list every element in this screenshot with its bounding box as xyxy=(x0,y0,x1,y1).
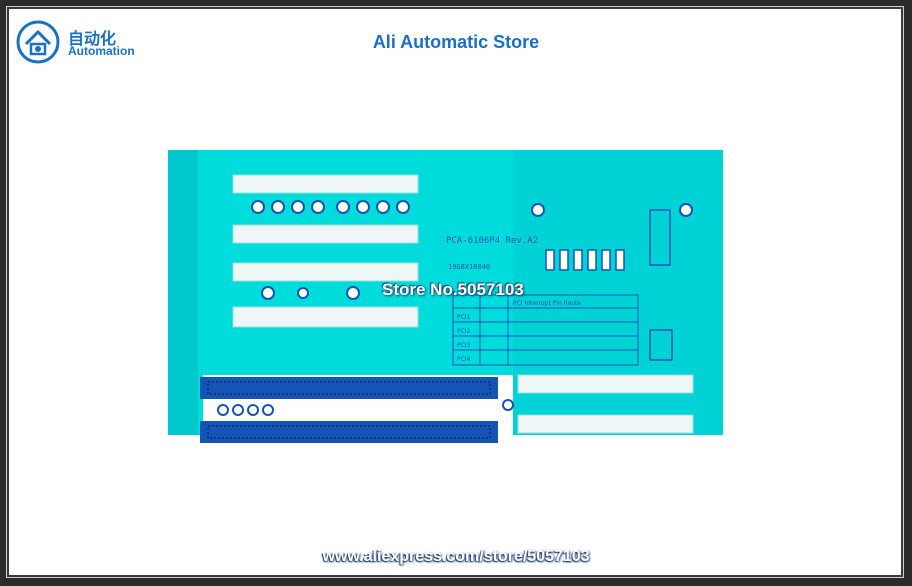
isa-slot-2 xyxy=(200,421,498,443)
connector-header-1 xyxy=(649,209,671,266)
mounting-hole-3 xyxy=(502,399,514,411)
table-row-2: PCI2 xyxy=(457,328,471,335)
store-url-watermark: www.aliexpress.com/store/5057103 xyxy=(322,548,590,565)
capacitor-row-2 xyxy=(261,286,360,300)
pci-interrupt-table xyxy=(452,294,639,366)
table-row-4: PCI4 xyxy=(457,356,471,363)
capacitor-row-1 xyxy=(251,200,410,214)
silkscreen-serial: 19G8X10040 xyxy=(448,263,490,271)
pci-slot-lower-1 xyxy=(517,374,694,394)
jumper-block xyxy=(545,249,625,271)
table-row-1: PCI1 xyxy=(457,314,471,321)
logo-english-text: Automation xyxy=(68,44,135,58)
pci-slot-1 xyxy=(232,174,419,194)
table-row-3: PCI3 xyxy=(457,342,471,349)
mounting-hole-1 xyxy=(531,203,545,217)
pci-slot-lower-2 xyxy=(517,414,694,434)
mounting-hole-2 xyxy=(679,203,693,217)
automation-logo-icon xyxy=(16,20,60,64)
connector-header-2 xyxy=(649,329,673,361)
table-title: PCI Interrupt Pin Route xyxy=(513,300,581,307)
capacitor-row-3 xyxy=(217,404,274,416)
backplane-board-image: PCA-6106P4 Rev.A2 19G8X10040 PCI Interru… xyxy=(168,150,723,443)
store-title: Ali Automatic Store xyxy=(372,32,540,52)
pci-slot-2 xyxy=(232,224,419,244)
isa-slot-1 xyxy=(200,377,498,399)
silkscreen-model: PCA-6106P4 Rev.A2 xyxy=(446,236,538,246)
logo-chinese-text: 自动化 xyxy=(68,31,117,48)
store-number-watermark: Store No.5057103 xyxy=(382,280,524,299)
pci-slot-4 xyxy=(232,306,419,328)
pcb-edge-left xyxy=(168,150,198,435)
pci-slot-3 xyxy=(232,262,419,282)
